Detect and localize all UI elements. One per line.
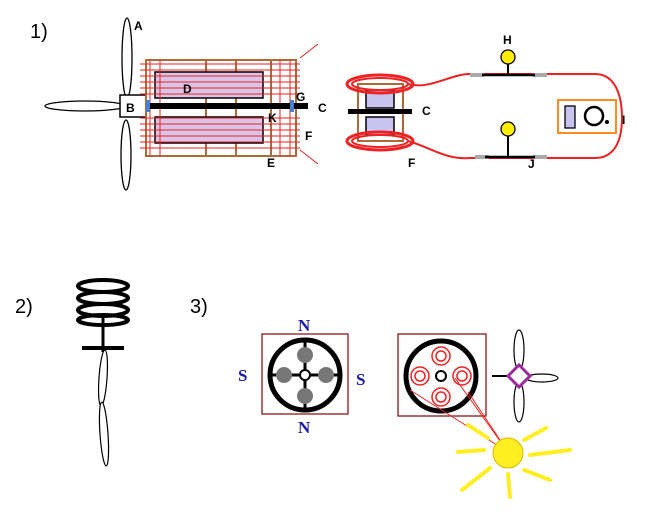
device-i-cell xyxy=(564,105,576,129)
label-d: D xyxy=(183,82,192,96)
lamp-j-bulb xyxy=(500,121,516,137)
cross-section-shaft xyxy=(348,109,412,114)
label-j: J xyxy=(528,157,535,171)
lamp-j-base-left xyxy=(475,155,489,159)
pole-south-right: S xyxy=(356,370,365,389)
label-h: H xyxy=(503,33,512,47)
label-c1: C xyxy=(318,101,327,115)
blade-bottom xyxy=(120,119,132,191)
label-k: K xyxy=(268,111,277,125)
sun-disc xyxy=(492,437,524,469)
generator-frame xyxy=(140,43,319,165)
sun-ray xyxy=(466,423,490,440)
lamp-h-bulb xyxy=(500,49,516,65)
coil-spiral-bottom xyxy=(431,387,451,407)
light-beam xyxy=(409,389,509,453)
disk-magnet-left xyxy=(276,367,292,383)
lamp-h xyxy=(470,49,547,77)
lamp-h-base-right xyxy=(533,73,547,77)
coil-spiral-top xyxy=(431,346,451,366)
disk-magnet-top xyxy=(297,347,313,363)
coil-spiral-right-inner xyxy=(456,370,468,382)
turbine-rotor-blades xyxy=(44,17,133,191)
generator-cross-section xyxy=(345,73,415,152)
small-rotor xyxy=(492,329,559,423)
vertical-blade-2 xyxy=(98,401,110,467)
section-2-number: 2) xyxy=(15,296,33,318)
pole-north-bottom: N xyxy=(298,418,311,437)
label-f2: F xyxy=(408,156,415,170)
pole-south-left: S xyxy=(238,366,247,385)
label-b: B xyxy=(126,101,135,115)
disk-center xyxy=(299,369,311,381)
blade-top xyxy=(121,17,133,99)
stacked-coil-turbine xyxy=(76,278,130,467)
sun-ray xyxy=(522,468,552,482)
magnet-disk-panel xyxy=(261,333,349,415)
sun-ray xyxy=(506,472,512,499)
disk-magnet-bottom xyxy=(297,388,313,404)
section-3-number: 3) xyxy=(190,296,208,318)
wire-bottom xyxy=(407,117,623,160)
main-shaft xyxy=(146,103,308,109)
coil-spiral-left-inner xyxy=(414,370,426,382)
shaft-bearing-right xyxy=(290,100,294,112)
sun-ray xyxy=(460,466,492,492)
coil-spiral-left xyxy=(410,366,430,386)
label-a: A xyxy=(134,19,143,33)
coil-spirals xyxy=(410,346,472,407)
coil-spiral-bottom-inner xyxy=(435,391,447,403)
label-i: I xyxy=(622,113,625,127)
sun-ray xyxy=(456,448,486,454)
blade-left xyxy=(44,100,126,112)
label-g: G xyxy=(296,90,305,104)
coil-lead xyxy=(299,43,319,59)
light-beam xyxy=(454,377,509,453)
vertical-blade-1 xyxy=(97,349,109,407)
device-i-ring xyxy=(583,105,605,127)
coil-disk-panel xyxy=(397,333,487,417)
sun-ray xyxy=(522,426,548,442)
section-1-number: 1) xyxy=(30,21,48,43)
lamp-h-base-left xyxy=(470,73,484,77)
sun-rays xyxy=(456,423,572,499)
coil-spiral-top-inner xyxy=(435,350,447,362)
rotor-diamond-hub xyxy=(505,362,533,390)
label-c2: C xyxy=(422,104,431,118)
coil-lead xyxy=(299,149,319,165)
coil-spiral-right xyxy=(452,366,472,386)
sun-ray xyxy=(528,448,572,457)
device-i xyxy=(557,99,617,134)
sun xyxy=(409,377,572,499)
coil-ring-bottom xyxy=(345,130,415,152)
shaft-bearing-left xyxy=(146,100,150,112)
label-f1: F xyxy=(305,129,312,143)
lamp-j-base-right xyxy=(533,155,547,159)
pole-north-top: N xyxy=(298,316,311,335)
disk-magnet-right xyxy=(318,367,334,383)
coil-disk-center xyxy=(435,370,447,382)
lamp-j xyxy=(475,121,547,159)
label-e: E xyxy=(267,156,275,170)
device-i-dot xyxy=(605,120,609,124)
